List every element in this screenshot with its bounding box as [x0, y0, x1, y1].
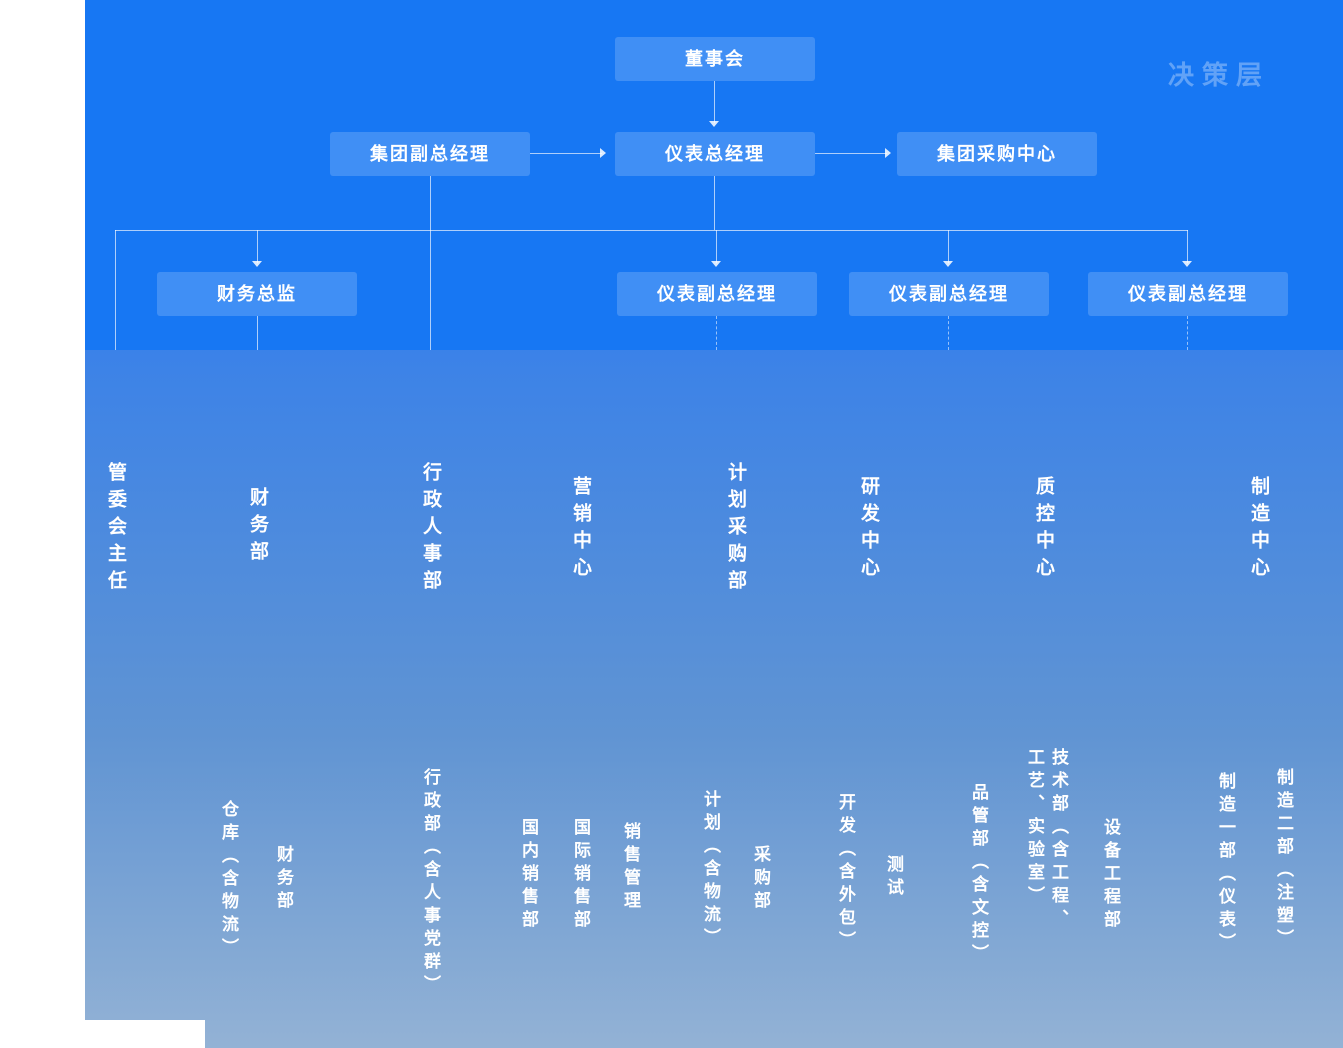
node-board: 董事会: [615, 37, 815, 81]
dept-label-rd-center: 研发中心: [858, 476, 879, 584]
node-instrument-gm: 仪表总经理: [615, 132, 815, 176]
node-finance-director: 财务总监: [157, 272, 357, 316]
subdept-label-international-sales: 国际销售部: [571, 818, 590, 933]
subdept-label-quality: 品管部（含文控）: [969, 783, 988, 967]
subdept-label-technical: 技术部（含工程、工艺、实验室）: [1025, 748, 1068, 932]
subdept-label-admin: 行政部（含人事党群）: [421, 768, 440, 998]
arrow-down-icon: [252, 261, 262, 267]
subdept-label-equipment-engineering: 设备工程部: [1101, 818, 1120, 933]
connector-line: [257, 316, 258, 350]
node-group-purchasing-center: 集团采购中心: [897, 132, 1097, 176]
arrow-right-icon: [885, 148, 891, 158]
connector-line: [115, 230, 116, 350]
connector-line: [716, 230, 717, 263]
subdept-label-development: 开发（含外包）: [836, 793, 855, 954]
node-instrument-deputy-gm-2: 仪表副总经理: [849, 272, 1049, 316]
dept-label-qc-center: 质控中心: [1033, 476, 1054, 584]
arrow-down-icon: [943, 261, 953, 267]
arrow-down-icon: [709, 121, 719, 127]
execution-layer-band: [85, 350, 1343, 1048]
connector-line: [948, 230, 949, 263]
connector-line-dashed: [948, 316, 949, 350]
decision-layer-label: 决策层: [1168, 60, 1271, 90]
arrow-down-icon: [711, 261, 721, 267]
bottom-left-cutout: [0, 1020, 205, 1048]
connector-line: [815, 153, 887, 154]
connector-line: [430, 176, 431, 350]
connector-line-dashed: [716, 316, 717, 350]
dept-label-marketing-center: 营销中心: [570, 476, 591, 584]
decision-layer-band: [85, 0, 1343, 350]
subdept-label-testing: 测试: [884, 855, 903, 901]
subdept-label-manufacturing-1: 制造一部（仪表）: [1216, 772, 1235, 956]
dept-label-admin-hr: 行政人事部: [420, 462, 441, 597]
connector-line: [115, 230, 1188, 231]
subdept-label-domestic-sales: 国内销售部: [519, 818, 538, 933]
node-instrument-deputy-gm-3: 仪表副总经理: [1088, 272, 1288, 316]
connector-line: [530, 153, 602, 154]
connector-line-dashed: [1187, 316, 1188, 350]
node-instrument-deputy-gm-1: 仪表副总经理: [617, 272, 817, 316]
dept-label-manufacturing-center: 制造中心: [1248, 476, 1269, 584]
subdept-label-sales-management: 销售管理: [621, 822, 640, 914]
connector-line: [1187, 230, 1188, 263]
node-group-deputy-gm: 集团副总经理: [330, 132, 530, 176]
subdept-label-warehouse: 仓库（含物流）: [219, 800, 238, 961]
subdept-label-manufacturing-2: 制造二部（注塑）: [1274, 768, 1293, 952]
arrow-down-icon: [1182, 261, 1192, 267]
subdept-label-purchasing: 采购部: [751, 845, 770, 914]
dept-label-planning-purchasing: 计划采购部: [725, 462, 746, 597]
subdept-label-planning: 计划（含物流）: [701, 790, 720, 951]
dept-label-finance: 财务部: [247, 487, 268, 568]
arrow-right-icon: [600, 148, 606, 158]
subdept-label-finance: 财务部: [274, 845, 293, 914]
connector-line: [257, 230, 258, 263]
connector-line: [714, 176, 715, 230]
dept-label-management-committee: 管委会主任: [105, 462, 126, 597]
connector-line: [714, 81, 715, 123]
